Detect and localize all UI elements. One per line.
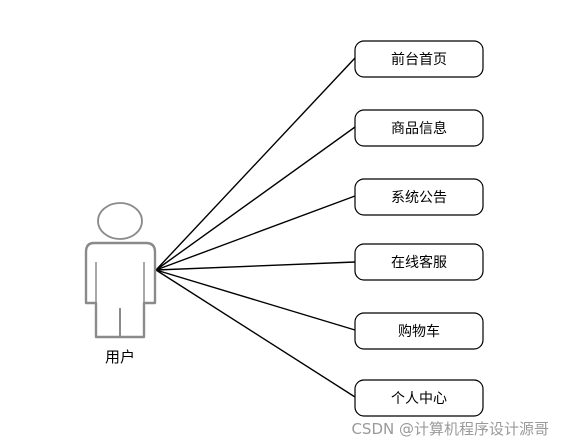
use-case-box[interactable] — [354, 178, 484, 216]
association-line-5 — [155, 269, 356, 331]
association-line-6 — [155, 269, 356, 398]
use-case-5[interactable]: 购物车 — [354, 312, 484, 350]
use-case-box[interactable] — [354, 379, 484, 417]
use-case-6[interactable]: 个人中心 — [354, 379, 484, 417]
use-case-2[interactable]: 商品信息 — [354, 109, 484, 147]
association-lines — [155, 57, 356, 398]
use-case-box[interactable] — [354, 109, 484, 147]
use-case-label: 前台首页 — [391, 51, 447, 68]
use-case-box[interactable] — [354, 312, 484, 350]
association-line-4 — [155, 261, 356, 271]
use-case-box[interactable] — [354, 40, 484, 78]
use-case-label: 购物车 — [398, 323, 440, 340]
use-case-3[interactable]: 系统公告 — [354, 178, 484, 216]
use-case-box[interactable] — [354, 243, 484, 281]
use-case-label: 在线客服 — [391, 254, 447, 271]
use-case-label: 系统公告 — [391, 190, 447, 206]
actor-body — [84, 241, 157, 339]
association-line-1 — [155, 57, 356, 271]
use-case-label: 个人中心 — [391, 391, 447, 407]
association-line-3 — [155, 195, 356, 271]
actor-figure — [84, 202, 157, 339]
use-case-label: 商品信息 — [391, 120, 447, 137]
actor-head — [97, 202, 143, 240]
watermark-text: CSDN @计算机程序设计源哥 — [351, 420, 549, 438]
use-case-4[interactable]: 在线客服 — [354, 243, 484, 281]
use-case-1[interactable]: 前台首页 — [354, 40, 484, 78]
association-line-2 — [155, 126, 356, 271]
actor-label: 用户 — [105, 348, 135, 366]
